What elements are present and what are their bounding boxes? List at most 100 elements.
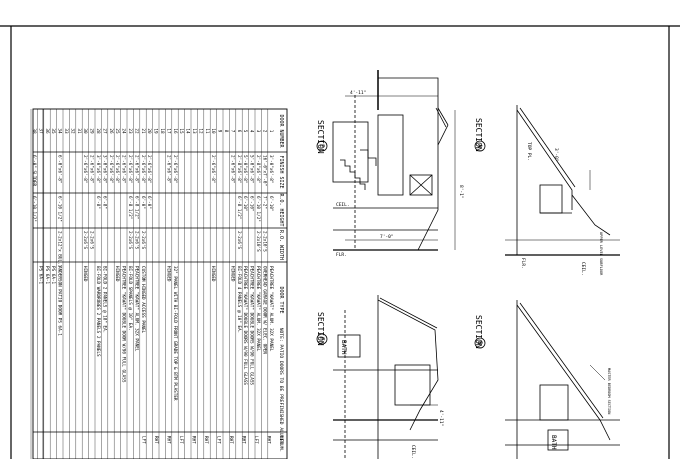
schedule-cell-num: 13: [191, 128, 197, 134]
schedule-cell-size: 2'-6"x6'-8": [89, 155, 95, 183]
schedule-cell-type: PS 6A-1: [37, 266, 43, 285]
section-e-title-text: SECTION: [316, 120, 325, 154]
section-a-top-pl: TOP PL.: [526, 142, 532, 161]
schedule-cell-num: 17: [165, 128, 171, 134]
schedule-cell-num: 6: [236, 130, 242, 133]
door-schedule: DOOR NUMBER FINISH SIZE R.O. HEIGHT R.O.…: [30, 108, 288, 459]
schedule-cell-type: HINGED: [229, 266, 235, 282]
schedule-cell-size: 5'-0"x6'-8": [242, 155, 248, 183]
schedule-side-mark: RHT: [166, 436, 172, 444]
section-a-title-text: SECTION: [474, 118, 483, 152]
schedule-cell-num: 24: [121, 128, 127, 134]
schedule-side-mark: LFT: [216, 436, 222, 444]
schedule-cell-roh: 6'-10": [268, 196, 274, 212]
section-b-labels: MASTER BEDROOM SECTION BATH: [550, 368, 611, 450]
schedule-cell-roh: 6'-0": [140, 196, 146, 209]
schedule-cell-type: PEACHTREE "KAWAT" ALUM. 32X PANEL: [255, 266, 261, 352]
schedule-cell-num: 8: [223, 130, 229, 133]
schedule-cell-num: 35: [50, 128, 56, 134]
schedule-cell-row: 2-2x6'S: [82, 231, 88, 250]
schedule-cell-num: 5: [242, 130, 248, 133]
schedule-cell-num: 33: [63, 128, 69, 134]
schedule-cell-type: CUSTOM HINGED ACCESS PANEL: [140, 266, 146, 334]
schedule-cell-size: 2'-6"x6'-8": [146, 155, 152, 183]
schedule-cell-num: 15: [178, 128, 184, 134]
schedule-cell-type: BI-FOLD 2 PANELS @ 18" EA.: [101, 266, 107, 333]
schedule-cell-size: 3'-0"x6'-8": [95, 155, 101, 183]
schedule-cell-num: 3: [255, 130, 261, 133]
header-door-type: DOOR TYPE: [278, 286, 284, 313]
schedule-cell-num: 1: [268, 130, 274, 133]
schedule-cell-roh: 6'-8 1/2": [236, 196, 242, 219]
schedule-cell-size: 2'-8"x6'-8": [236, 155, 242, 183]
section-e-letter: E: [318, 144, 325, 148]
schedule-cell-type: PS 6A-1: [50, 266, 56, 285]
schedule-cell-row: 2-2x6'S: [127, 231, 133, 250]
schedule-cell-size: 16'-0"x7'-0": [261, 155, 267, 186]
schedule-cell-size: 2'-6"x6'-8": [172, 155, 178, 183]
schedule-cell-num: 12: [197, 128, 203, 134]
schedule-side-mark: RHT: [266, 436, 272, 444]
schedule-cell-roh: 6'-8": [101, 196, 107, 209]
schedule-cell-size: 2'-6"x6'-8": [114, 155, 120, 183]
schedule-cell-type: PEACHTREE "KAWAT" ALUM. 32X PANEL: [268, 266, 274, 352]
schedule-cell-type: PEACHTREE "KAWAT" DOUBLE DOOR W/90 FULL …: [121, 266, 127, 383]
schedule-cell-size: 2'-6"x6'-8": [210, 155, 216, 183]
schedule-side-mark: LFT: [141, 436, 147, 444]
section-f-labels: BATH 4'-11" CEIL.: [340, 340, 444, 459]
schedule-cell-type: BI-FOLD WARDROBES 2 PANELS 2 PANELS: [95, 266, 101, 357]
schedule-cell-size: 3'-0"x6'-8": [101, 155, 107, 183]
schedule-cell-row: 2-2x10'S: [261, 231, 267, 252]
schedule-cell-type: PEACHTREE "KAWAT" DOUBLE DOORS W/90 FULL…: [249, 266, 255, 385]
schedule-side-mark: RHT: [191, 436, 197, 444]
schedule-cell-num: 11: [204, 128, 210, 134]
section-f-title: SECTION F: [316, 312, 328, 346]
section-a-letter: A: [476, 144, 483, 148]
schedule-cell-num: 31: [76, 128, 82, 134]
schedule-cell-type: PEACHTREE "KAWAT" DOUBLE DOORS W/90 FULL…: [242, 266, 248, 385]
schedule-cell-roh: 6'-10": [249, 196, 255, 212]
section-f-dim: 4'-11": [438, 410, 444, 426]
schedule-headers: DOOR NUMBER FINISH SIZE R.O. HEIGHT R.O.…: [278, 114, 284, 452]
schedule-cell-roh: 6'-10 1/2": [31, 196, 37, 222]
schedule-cell-num: 22: [133, 128, 139, 134]
schedule-cell-num: 38: [31, 128, 37, 134]
schedule-cell-num: 2: [261, 130, 267, 133]
schedule-side-mark: LFT: [253, 436, 259, 444]
schedule-cell-num: 29: [89, 128, 95, 134]
schedule-cell-size: 6'-0"x6'-8": [57, 155, 63, 183]
schedule-cell-row: 2-2x6'S: [89, 231, 95, 250]
schedule-cell-roh: 6'-10 1/2": [255, 196, 261, 222]
section-f-letter: F: [318, 337, 325, 341]
schedule-cell-type: OVERHEAD GARAGE DOOR W/ ELEC. OPEN: [261, 266, 267, 354]
schedule-cell-row: 2-2x10'S: [255, 231, 261, 252]
schedule-cell-size: 2'-6"x6'-8": [127, 155, 133, 183]
schedule-cell-num: 23: [127, 128, 133, 134]
schedule-cell-num: 9: [217, 130, 223, 133]
header-ro-width: R.O. WIDTH: [278, 230, 284, 260]
section-a-flr: FLR.: [520, 258, 526, 269]
schedule-side-mark: LFT: [178, 436, 184, 444]
schedule-cell-roh: 6'-8": [95, 196, 101, 209]
schedule-side-mark: RHT: [241, 436, 247, 444]
schedule-cell-type: HINGED: [114, 266, 120, 282]
schedule-cell-roh: 6'-10 1/2": [57, 196, 63, 222]
schedule-cell-num: 32: [69, 128, 75, 134]
header-ro-height: R.O. HEIGHT: [278, 193, 284, 226]
schedule-cell-row: 2-2x6'S: [140, 231, 146, 250]
header-notes: NOTE: PATIO DOORS TO BE PREFINISHED ALUM…: [278, 328, 284, 452]
section-a-upper-level: UPPER LEVEL SUBFLOOR: [599, 232, 603, 276]
schedule-cell-size: 3'-0"x6'-8": [268, 155, 274, 183]
schedule-cell-row: 2-2x12"x BUL.1: [57, 231, 63, 268]
schedule-cell-num: 16: [172, 128, 178, 134]
schedule-cell-type: ANDERSON PATIO DOOR PS 6A-1: [57, 266, 63, 336]
schedule-cell-size: 2'-6"x6'-8": [140, 155, 146, 183]
section-b-letter: B: [476, 341, 483, 345]
schedule-cell-num: 26: [108, 128, 114, 134]
schedule-side-mark: RHT: [228, 436, 234, 444]
schedule-cell-type: HINGED: [210, 266, 216, 282]
schedule-cell-num: 37: [37, 128, 43, 134]
section-a-ceil: CEIL.: [580, 262, 586, 276]
